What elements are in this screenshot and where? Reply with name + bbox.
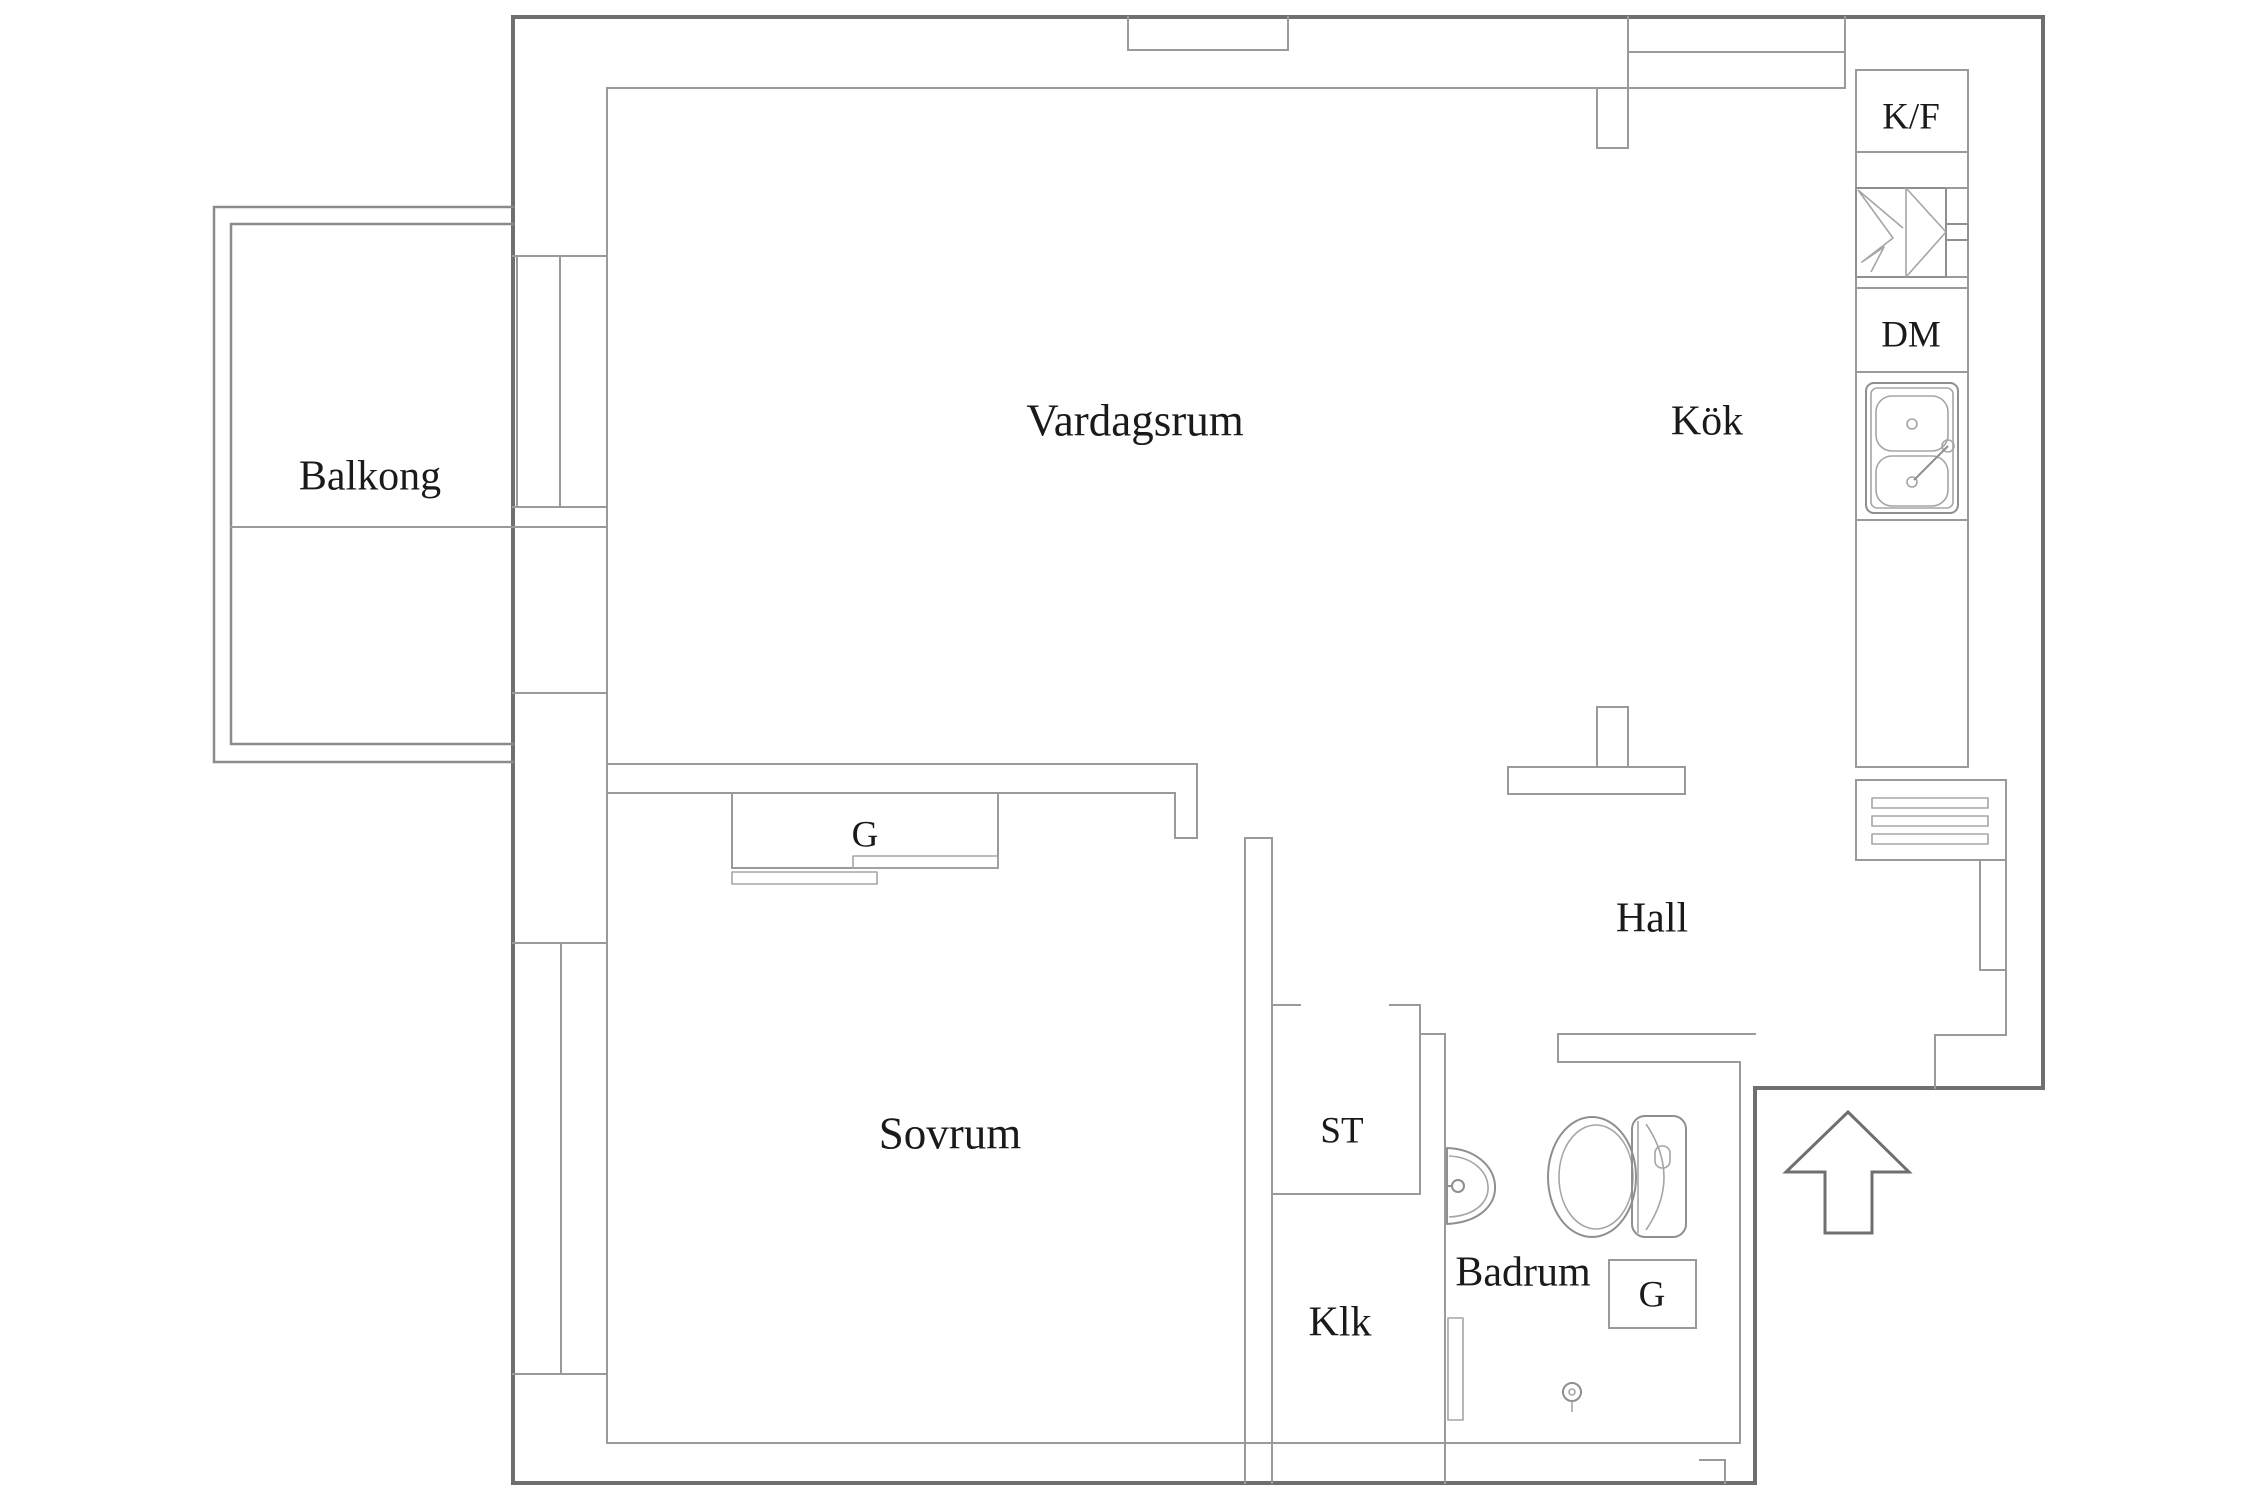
divider-wall: [606, 763, 1198, 839]
kitchen-counter: [1855, 69, 1969, 768]
balcony-walls: [212, 205, 515, 764]
room-label-kok: Kök: [1671, 399, 1743, 445]
duct-icon: [1127, 16, 1289, 51]
room-labels: Balkong Vardagsrum Kök K/F DM Hall Sovru…: [299, 96, 1941, 1345]
kitchen-sink-icon: [1865, 382, 1959, 514]
floor-drain-icon: [1562, 1382, 1582, 1412]
room-label-vardagsrum: Vardagsrum: [1026, 395, 1243, 445]
closet-walls: [1244, 837, 1421, 1484]
room-label-sovrum: Sovrum: [879, 1108, 1022, 1158]
entry-niche-walls: [1934, 779, 2007, 1089]
vent-grille-icon: [1855, 779, 2007, 861]
toilet-icon: [1547, 1115, 1687, 1238]
outer-walls: [511, 15, 2045, 1485]
bathroom-cabinet: [1608, 1259, 1697, 1329]
room-label-balkong: Balkong: [299, 454, 441, 500]
window-icon: [1627, 16, 1846, 89]
stove-icon: [1855, 187, 1969, 278]
window-icon: [512, 942, 608, 1375]
entrance-arrow-icon: [1782, 1109, 1913, 1235]
room-label-g-sovrum: G: [852, 814, 879, 855]
radiator-icon: [1979, 859, 2007, 971]
balcony-door-icon: [230, 255, 608, 528]
pipe-shaft: [1447, 1317, 1464, 1421]
room-label-hall: Hall: [1616, 896, 1688, 942]
wardrobe-sliding-doors-icon: [731, 792, 999, 885]
room-label-kf: K/F: [1882, 96, 1940, 137]
room-label-st: ST: [1320, 1110, 1363, 1151]
bathroom-sink-icon: [1446, 1147, 1497, 1225]
room-label-badrum: Badrum: [1455, 1250, 1591, 1296]
room-label-dm: DM: [1881, 314, 1941, 355]
left-wall-details: [230, 87, 1741, 1444]
room-label-g-badrum: G: [1639, 1274, 1666, 1315]
room-label-klk: Klk: [1309, 1300, 1372, 1346]
bathroom-walls: [1419, 1033, 1756, 1484]
top-wall-details: [606, 16, 1846, 149]
t-wall: [1507, 706, 1686, 795]
